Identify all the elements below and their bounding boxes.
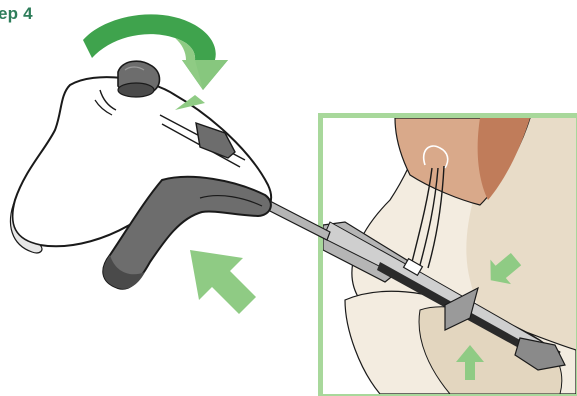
trigger-tip bbox=[103, 255, 145, 289]
slider-button bbox=[195, 121, 236, 159]
skin-flap-shadow bbox=[477, 118, 530, 200]
suture-device bbox=[9, 14, 331, 314]
rotation-knob bbox=[117, 60, 161, 98]
step-label: ep 4 bbox=[0, 4, 33, 23]
curved-rotate-arrow-icon bbox=[83, 14, 228, 110]
inset-detail-view bbox=[318, 113, 577, 396]
squeeze-arrow-icon bbox=[490, 252, 522, 285]
tip-cap bbox=[514, 337, 566, 371]
press-arrow-icon bbox=[190, 250, 256, 314]
squeeze-arrow-icon bbox=[456, 345, 484, 380]
knot-plate bbox=[444, 286, 479, 331]
